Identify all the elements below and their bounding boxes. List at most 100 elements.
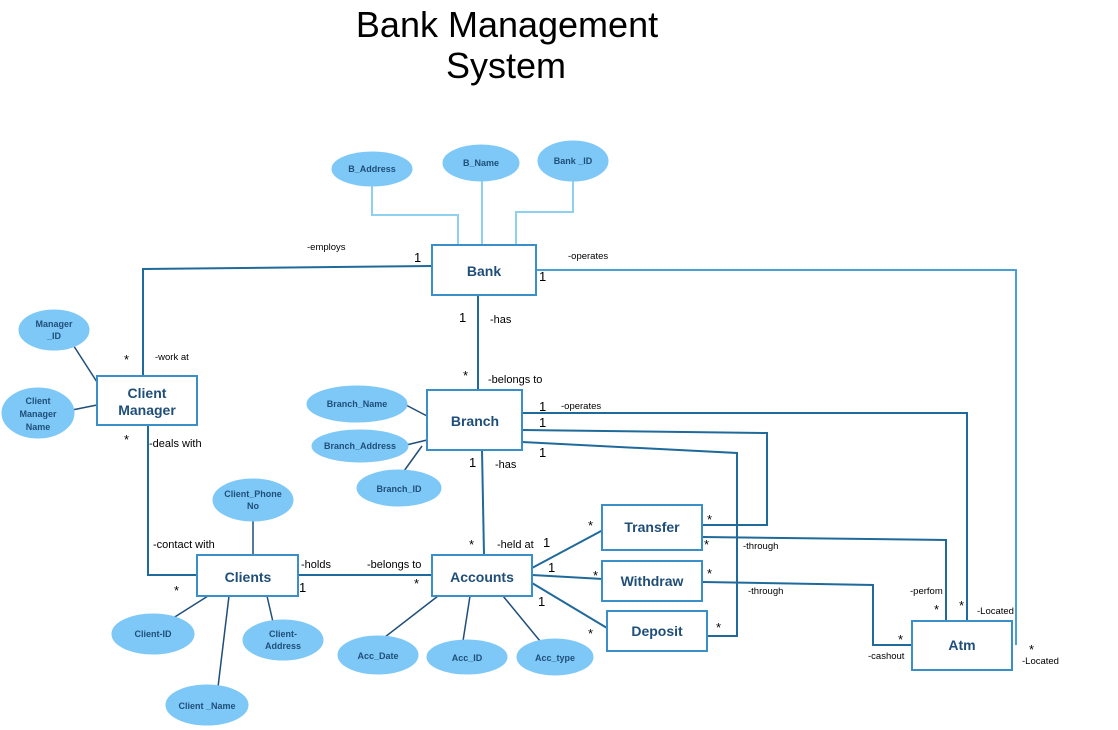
branch-has-label: -has	[495, 459, 517, 471]
mult-manager-deals: *	[124, 432, 129, 447]
cashout-label: -cashout	[868, 651, 905, 662]
mult-transfer-accounts: *	[588, 518, 593, 533]
mult-branch-transfer: 1	[539, 415, 546, 430]
mult-atm-bank-located: *	[1029, 642, 1034, 657]
client-manager-name-line2: Manager	[19, 409, 57, 419]
client-phone-line1: Client_Phone	[224, 489, 282, 499]
client-manager-name-line1: Client	[25, 396, 50, 406]
deals-with-label: -deals with	[149, 438, 202, 450]
bank-id-connector	[515, 180, 574, 244]
transfer-entity-label: Transfer	[624, 519, 680, 535]
mult-clients-holds: 1	[299, 580, 306, 595]
clients-entity	[196, 554, 299, 597]
through-label-1: -through	[743, 541, 778, 552]
withdraw-entity	[601, 560, 703, 602]
manager-id-label-line2: _ID	[46, 331, 62, 341]
accounts-entity	[431, 554, 533, 597]
client-manager-entity	[96, 375, 198, 426]
transfer-atm-line	[702, 536, 947, 621]
atm-entity	[911, 620, 1013, 671]
diagram-title-line2: System	[446, 45, 566, 86]
client-phone-line2: No	[247, 501, 259, 511]
b-name-label: B_Name	[463, 158, 499, 168]
withdraw-entity-label: Withdraw	[621, 573, 684, 589]
mult-withdraw-atm: *	[707, 566, 712, 581]
branch-name-connector	[405, 404, 428, 417]
accounts-transfer-line	[531, 529, 604, 569]
accounts-belongs-to-label: -belongs to	[367, 559, 421, 571]
manager-id-attribute	[18, 309, 90, 351]
employs-label: -employs	[307, 242, 346, 253]
manager-id-label-line1: Manager	[35, 319, 73, 329]
branch-accounts-line	[481, 449, 485, 556]
employs-line	[142, 265, 433, 376]
mult-atm-perform: *	[934, 602, 939, 617]
branch-name-label: Branch_Name	[327, 399, 388, 409]
mult-deposit-branch: *	[716, 620, 721, 635]
b-address-label: B_Address	[348, 164, 396, 174]
branch-belongs-to-label: -belongs to	[488, 374, 542, 386]
acc-date-label: Acc_Date	[357, 651, 398, 661]
b-address-attribute	[331, 151, 413, 187]
perform-label: -perfom	[910, 586, 943, 597]
branch-name-attribute	[306, 385, 408, 423]
acc-id-attribute	[426, 639, 508, 675]
acc-type-attribute	[516, 638, 594, 676]
mult-accounts-withdraw: 1	[548, 560, 555, 575]
mult-accounts-belongs: *	[414, 576, 419, 591]
mult-transfer-branch: *	[707, 512, 712, 527]
client-phone-attribute	[212, 478, 294, 522]
located-label-2: -Located	[1022, 656, 1059, 667]
mult-bank-employs: 1	[414, 250, 421, 265]
clients-entity-label: Clients	[225, 569, 272, 585]
acc-date-attribute	[337, 635, 419, 675]
branch-entity-label: Branch	[451, 413, 499, 429]
mult-atm-cashout: *	[898, 632, 903, 647]
mult-bank-operates: 1	[539, 269, 546, 284]
bank-id-label: Bank _ID	[554, 156, 593, 166]
work-at-label: -work at	[155, 352, 189, 363]
mult-clients-contact: *	[174, 583, 179, 598]
acc-type-connector	[502, 595, 541, 642]
branch-operates-label: -operates	[561, 401, 601, 412]
client-manager-name-connector	[71, 404, 98, 411]
transfer-entity	[601, 504, 703, 551]
contact-with-label: -contact with	[153, 539, 215, 551]
holds-label: -holds	[301, 559, 331, 571]
branch-address-label: Branch_Address	[324, 441, 396, 451]
mult-transfer-atm: *	[704, 537, 709, 552]
mult-atm-located: *	[959, 598, 964, 613]
b-address-connector	[371, 184, 459, 244]
mult-branch-has: 1	[469, 455, 476, 470]
branch-id-attribute	[356, 469, 442, 507]
mult-branch-deposit: 1	[539, 445, 546, 460]
client-name-attribute	[165, 684, 249, 726]
accounts-deposit-line	[531, 582, 608, 629]
client-id-label: Client-ID	[135, 629, 172, 639]
client-address-attribute	[242, 619, 324, 661]
branch-transfer-line	[521, 429, 768, 526]
branch-id-label: Branch_ID	[376, 484, 422, 494]
client-name-label: Client _Name	[178, 701, 235, 711]
bank-entity	[431, 244, 537, 296]
held-at-label: -held at	[497, 539, 534, 551]
deposit-entity	[606, 610, 708, 652]
mult-accounts-deposit: 1	[538, 594, 545, 609]
client-manager-label-line1: Client	[128, 385, 167, 401]
mult-manager-work-at: *	[124, 352, 129, 367]
bank-entity-label: Bank	[467, 263, 501, 279]
branch-operates-atm-line	[522, 412, 968, 621]
mult-branch-operates: 1	[539, 399, 546, 414]
diagram-title-line1: Bank Management	[356, 4, 658, 45]
acc-id-label: Acc_ID	[452, 653, 483, 663]
atm-entity-label: Atm	[948, 637, 975, 653]
acc-type-label: Acc_type	[535, 653, 575, 663]
deals-with-line	[147, 426, 197, 576]
located-label-1: -Located	[977, 606, 1014, 617]
client-manager-name-line3: Name	[26, 422, 51, 432]
bank-operates-atm-line	[536, 269, 1017, 645]
client-address-line2: Address	[265, 641, 301, 651]
acc-date-connector	[384, 595, 439, 638]
mult-deposit-accounts: *	[588, 626, 593, 641]
